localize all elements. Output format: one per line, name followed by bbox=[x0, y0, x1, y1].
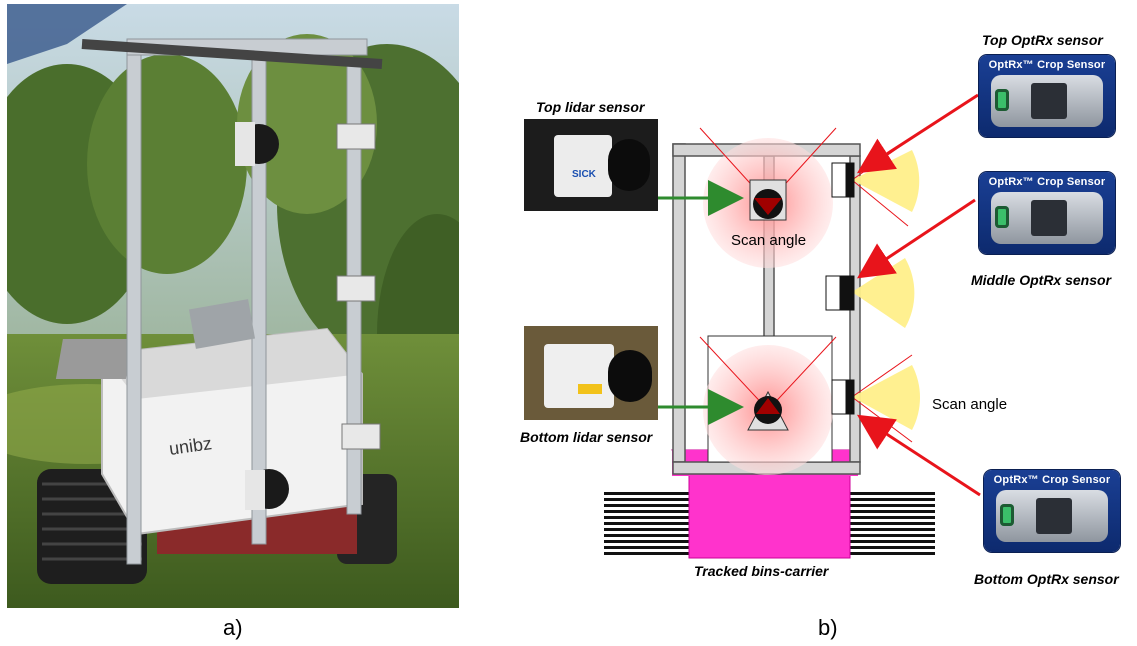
robot-photo: unibz bbox=[7, 4, 459, 608]
optrx-fans bbox=[851, 137, 921, 443]
arrow-middle-optrx bbox=[857, 198, 976, 279]
top-optrx-card-title: OptRx™ Crop Sensor bbox=[988, 59, 1106, 71]
middle-optrx-label: Middle OptRx sensor bbox=[971, 272, 1112, 288]
scan-angle-right-label: Scan angle bbox=[932, 396, 1008, 413]
bottom-optrx-card: OptRx™ Crop Sensor bbox=[984, 470, 1120, 552]
arrow-bottom-optrx bbox=[856, 414, 981, 497]
bottom-lidar-photo bbox=[524, 326, 658, 420]
scan-angle-top-label: Scan angle bbox=[731, 232, 807, 249]
bottom-lidar-label: Bottom lidar sensor bbox=[520, 429, 653, 445]
panel-a-label: a) bbox=[223, 615, 243, 640]
right-track bbox=[850, 490, 935, 558]
top-lidar-label: Top lidar sensor bbox=[536, 99, 645, 115]
top-optrx-card: OptRx™ Crop Sensor bbox=[979, 55, 1115, 137]
sensor-frame bbox=[672, 143, 861, 475]
top-lidar-photo: SICK bbox=[524, 119, 658, 211]
panel-b-label: b) bbox=[818, 615, 838, 640]
left-track bbox=[604, 490, 689, 558]
bottom-optrx-label: Bottom OptRx sensor bbox=[974, 571, 1119, 587]
carrier-label: Tracked bins-carrier bbox=[694, 563, 829, 579]
top-optrx-label: Top OptRx sensor bbox=[982, 32, 1103, 48]
bottom-optrx-card-title: OptRx™ Crop Sensor bbox=[993, 474, 1111, 486]
arrow-top-optrx bbox=[856, 93, 979, 174]
middle-optrx-card-title: OptRx™ Crop Sensor bbox=[988, 176, 1106, 188]
middle-optrx-card: OptRx™ Crop Sensor bbox=[979, 172, 1115, 254]
sick-logo: SICK bbox=[572, 169, 596, 180]
robot-photo-illustration bbox=[7, 4, 459, 608]
